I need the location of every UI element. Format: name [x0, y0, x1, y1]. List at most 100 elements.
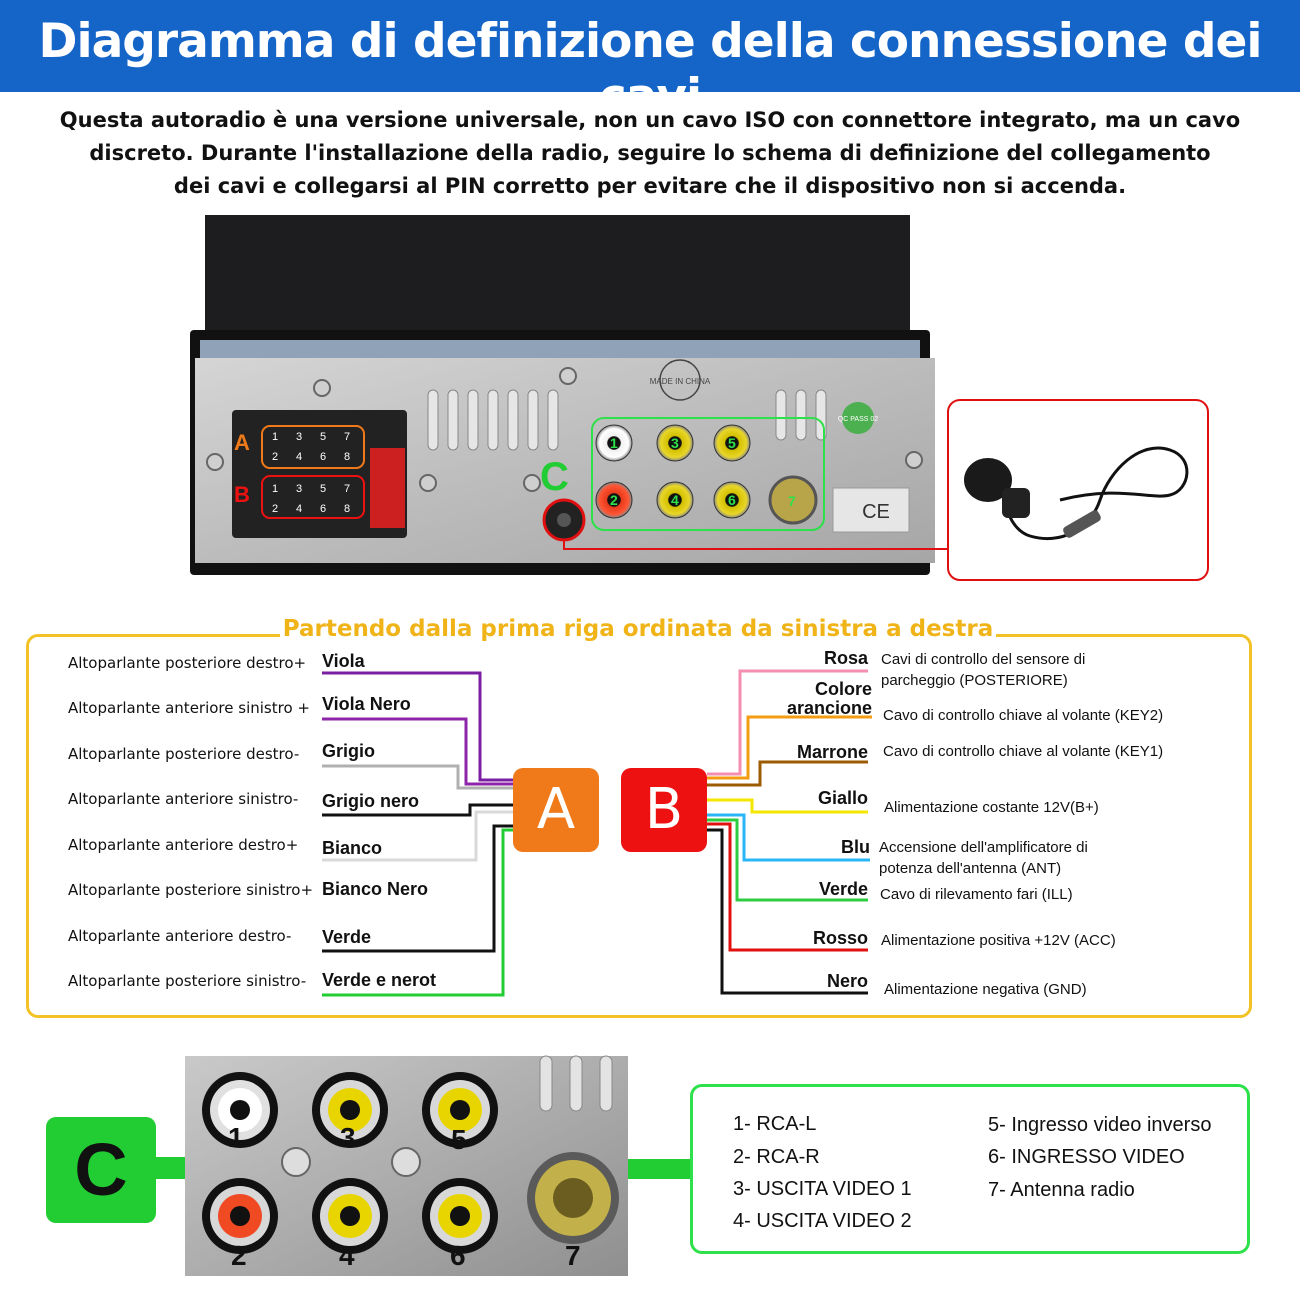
stamp-text: MADE IN CHINA	[650, 377, 711, 386]
wire-a-label: Viola	[322, 651, 365, 671]
rca-legend-item: 7- Antenna radio	[988, 1179, 1135, 1201]
wire-b-desc: Accensione dell'amplificatore di potenza…	[879, 839, 1088, 877]
wire-b-desc: Alimentazione positiva +12V (ACC)	[881, 932, 1116, 949]
rca-photo-sockets	[202, 1072, 619, 1254]
rca-legend-item: 1- RCA-L	[733, 1113, 817, 1135]
pin-number: 7	[344, 431, 350, 443]
wire-b-label: Nero	[826, 971, 868, 991]
pin-number: 6	[320, 503, 326, 515]
rca-number: 3	[671, 435, 679, 451]
pin-number: 2	[272, 451, 278, 463]
connector-b-wire-2	[707, 715, 872, 780]
page-title: Diagramma di definizione della connessio…	[38, 14, 1262, 124]
pin-number: 3	[296, 431, 302, 443]
rca-legend-box	[690, 1084, 1250, 1254]
mic-jack-hole	[557, 513, 571, 527]
connector-a-wire-8	[322, 828, 513, 997]
device-illustration: A B 1 3 5 7 2 4 6 8 1 3 5 7 2 4 6 8 C 1 …	[190, 215, 1209, 581]
wire-a-label: Bianco Nero	[322, 879, 429, 899]
pin-number: 8	[344, 503, 350, 515]
connector-b-wire-1	[707, 669, 868, 776]
pin-number: 5	[320, 483, 326, 495]
intro-line: Questa autoradio è una versione universa…	[59, 108, 1241, 132]
connector-b-pins	[261, 475, 365, 519]
connector-a-wire-1	[322, 671, 513, 782]
connector-c-badge: C	[46, 1117, 156, 1223]
pin-number: 4	[296, 451, 302, 463]
made-in-china-stamp	[659, 359, 701, 401]
device-label-b: B	[234, 482, 250, 507]
wire-a-label: Bianco	[322, 838, 383, 858]
connector-a-pins	[261, 425, 365, 469]
photo-number: 7	[565, 1240, 581, 1271]
screws	[206, 367, 923, 492]
pin-number: 8	[344, 451, 350, 463]
microphone-callout	[947, 399, 1209, 581]
rca-group-outline	[591, 417, 825, 531]
wire-b-label: Giallo	[817, 788, 868, 808]
pin-number: 4	[296, 503, 302, 515]
wire-a-desc: Altoparlante posteriore sinistro-	[68, 972, 307, 990]
wire-a-desc: Altoparlante posteriore sinistro+	[68, 881, 314, 899]
photo-slot	[539, 1055, 553, 1112]
intro-line: discreto. Durante l'installazione della …	[89, 141, 1211, 165]
pin-number: 6	[320, 451, 326, 463]
wire-a-desc: Altoparlante anteriore sinistro +	[68, 699, 310, 717]
rca-legend-item: 5- Ingresso video inverso	[988, 1114, 1212, 1136]
connector-b-wire-7	[707, 822, 868, 952]
pin-number: 5	[320, 431, 326, 443]
rca-number: 7	[788, 493, 796, 509]
connector-a-wire-6	[322, 810, 513, 862]
wire-a-label: Verde e nerot	[322, 970, 437, 990]
wire-a-label: Viola Nero	[322, 694, 411, 714]
wire-b-label: Verde	[818, 879, 868, 899]
photo-slot	[599, 1055, 613, 1112]
pin-number: 1	[272, 431, 278, 443]
wire-a-label: Grigio nero	[322, 791, 420, 811]
connector-b-badge: B	[621, 768, 707, 852]
wire-a-desc: Altoparlante anteriore sinistro-	[68, 790, 299, 808]
rca-number: 4	[671, 492, 679, 508]
ce-label	[832, 487, 910, 533]
wire-b-desc: Cavo di controllo chiave al volante (KEY…	[883, 707, 1164, 724]
wire-a-desc: Altoparlante anteriore destro+	[68, 836, 299, 854]
connector-b-wire-5	[707, 813, 870, 862]
device-label-c: C	[540, 455, 569, 499]
wire-b-label: Rosso	[812, 928, 868, 948]
wire-b-label: Colore arancione	[786, 679, 872, 718]
rca-number: 5	[728, 435, 736, 451]
photo-slot	[569, 1055, 583, 1112]
pin-number: 7	[344, 483, 350, 495]
wire-b-desc: Alimentazione negativa (GND)	[884, 981, 1087, 998]
panel-heading: Partendo dalla prima riga ordinata da si…	[280, 616, 996, 642]
connector-a-wire-3	[322, 764, 513, 790]
chassis-rail	[200, 340, 920, 358]
wire-a-desc: Altoparlante posteriore destro+	[68, 654, 307, 672]
pin-number: 3	[296, 483, 302, 495]
qc-text: QC PASS 02	[838, 416, 878, 423]
connector-a-badge: A	[513, 768, 599, 852]
rca-legend-item: 3- USCITA VIDEO 1	[733, 1178, 912, 1200]
wire-a-label: Verde	[322, 927, 372, 947]
rca-number: 1	[610, 435, 618, 451]
connector-a-wire-2	[322, 717, 513, 786]
rca-legend-item: 4- USCITA VIDEO 2	[733, 1210, 912, 1232]
rca-number: 2	[610, 492, 618, 508]
qc-pass-sticker	[842, 402, 874, 434]
mic-callout-line	[563, 540, 948, 550]
rca-section-graphics	[155, 1055, 693, 1276]
wire-b-label: Blu	[841, 837, 870, 857]
wire-b-desc: Cavo di rilevamento fari (ILL)	[880, 886, 1073, 903]
connector-b-wire-3	[707, 760, 868, 787]
connector-a-wire-7	[322, 824, 513, 953]
vent-slots	[427, 389, 827, 451]
wire-b-label: Marrone	[796, 742, 868, 762]
pin-number: 1	[272, 483, 278, 495]
c-connector-bar-right	[625, 1159, 693, 1179]
connector-b-wire-6	[707, 818, 868, 902]
microphone-icon	[964, 446, 1189, 541]
intro-text: Questa autoradio è una versione universa…	[40, 104, 1260, 203]
ce-text: CE	[862, 501, 890, 523]
pin-number: 2	[272, 503, 278, 515]
